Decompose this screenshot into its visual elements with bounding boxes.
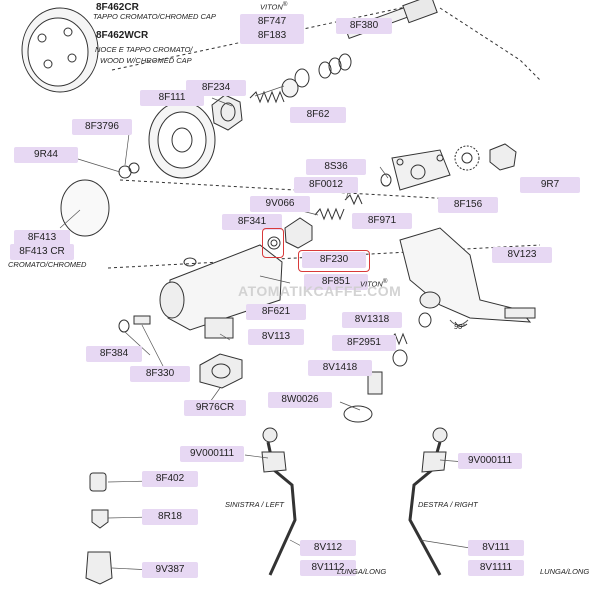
part-label-8f111[interactable]: 8F111 [140,90,204,106]
part-label-8f402[interactable]: 8F402 [142,471,198,487]
part-label-8f341[interactable]: 8F341 [222,214,282,230]
part-label-8f462wcr[interactable]: 8F462WCR [96,30,149,41]
part-label-8f971[interactable]: 8F971 [352,213,412,229]
tip-8r18 [91,509,109,529]
note-viton-mid: VITON® [360,278,387,289]
part-label-8v1418[interactable]: 8V1418 [308,360,372,376]
part-label-9r44[interactable]: 9R44 [14,147,78,163]
highlight-oring [262,228,284,258]
part-label-8r18[interactable]: 8R18 [142,509,198,525]
oring-8v1418 [392,349,408,367]
nut-8f341 [284,217,313,249]
note-reg-mid: ® [382,278,388,285]
part-label-9v000111[interactable]: 9V000111 [180,446,244,462]
spring-8f971 [344,193,363,206]
part-label-8f380[interactable]: 8F380 [336,18,392,34]
seal-8v1318 [418,312,432,328]
note-viton-top-text: VITON [260,2,283,12]
part-label-8f851[interactable]: 8F851 [304,274,368,290]
part-label-8v1111[interactable]: 8V1111 [468,560,524,576]
valve-body-8v123 [399,227,536,328]
note-reg-top: ® [282,1,288,8]
angle-arc [449,319,469,326]
spring-8f234 [249,90,285,104]
disc-9r44 [60,179,110,237]
valve-8w0026 [343,371,383,423]
part-label-8f413-cr[interactable]: 8F413 CR [10,244,74,260]
part-label-8f384[interactable]: 8F384 [86,346,142,362]
note-tappo: TAPPO CROMATO/CHROMED CAP [93,12,216,21]
screw-8f384 [118,319,130,333]
part-label-9v387[interactable]: 9V387 [142,562,198,578]
part-label-8f156[interactable]: 8F156 [438,197,498,213]
part-label-8v1112[interactable]: 8V1112 [300,560,356,576]
part-label-8f0012[interactable]: 8F0012 [294,177,358,193]
note-viton-mid-text: VITON [360,279,383,289]
nut-9r7 [489,143,517,171]
part-label-9r76cr[interactable]: 9R76CR [184,400,246,416]
part-label-8v112[interactable]: 8V112 [300,540,356,556]
assembly-line-top [111,4,416,71]
assembly-line-mid [439,7,541,81]
note-viton-top: VITON® [260,1,287,12]
part-label-8w0026[interactable]: 8W0026 [268,392,332,408]
part-label-8v111[interactable]: 8V111 [468,540,524,556]
watermark: ATOMATIKCAFFE.COM [238,283,402,299]
washer-8s36 [380,173,392,187]
part-label-8v1318[interactable]: 8V1318 [342,312,402,328]
part-label-8f413[interactable]: 8F413 [14,230,70,246]
note-destra: DESTRA / RIGHT [418,500,478,509]
steam-wand-right [408,427,448,576]
part-label-8v123[interactable]: 8V123 [492,247,552,263]
tip-9v387 [85,551,113,585]
screw-8f3796 [118,162,140,179]
note-cromato: CROMATO/CHROMED [8,260,87,269]
nut-hex-top [211,94,243,131]
spring-9v066 [314,207,345,221]
highlight-8f230 [298,250,370,272]
part-label-9v066[interactable]: 9V066 [250,196,310,212]
part-label-8f621[interactable]: 8F621 [246,304,306,320]
note-lunga-left: LUNGA/LONG [337,567,387,576]
note-angle: 90° [454,322,466,331]
note-noce-1: NOCE E TAPPO CROMATO/ [95,45,193,54]
part-label-8f3796[interactable]: 8F3796 [72,119,132,135]
note-sinistra: SINISTRA / LEFT [225,500,284,509]
gear-washer-9r7 [454,145,480,171]
part-label-8f2951[interactable]: 8F2951 [332,335,396,351]
part-label-8f747[interactable]: 8F747 [240,14,304,30]
oring-8f230 [267,236,281,250]
part-label-8f62[interactable]: 8F62 [290,107,346,123]
tip-8f402 [89,472,107,492]
note-lunga-right: LUNGA/LONG [540,567,590,576]
note-noce-2: WOOD W/CHROMED CAP [100,56,192,65]
part-label-8v113[interactable]: 8V113 [248,329,304,345]
part-label-8s36[interactable]: 8S36 [306,159,366,175]
washers-top [281,53,352,98]
cap-knob-top [21,7,99,93]
knob-8f111 [148,101,216,179]
part-label-8f230[interactable]: 8F230 [302,252,366,268]
part-label-9v000111[interactable]: 9V000111 [458,453,522,469]
part-label-9r7[interactable]: 9R7 [520,177,580,193]
part-label-8f462cr[interactable]: 8F462CR [96,2,139,13]
steam-wand-left [261,427,297,576]
nut-9r76cr [199,353,243,389]
part-label-8f330[interactable]: 8F330 [130,366,190,382]
flange-8f156 [391,149,451,191]
part-label-8f183[interactable]: 8F183 [240,28,304,44]
screw-8f330 [133,315,151,325]
